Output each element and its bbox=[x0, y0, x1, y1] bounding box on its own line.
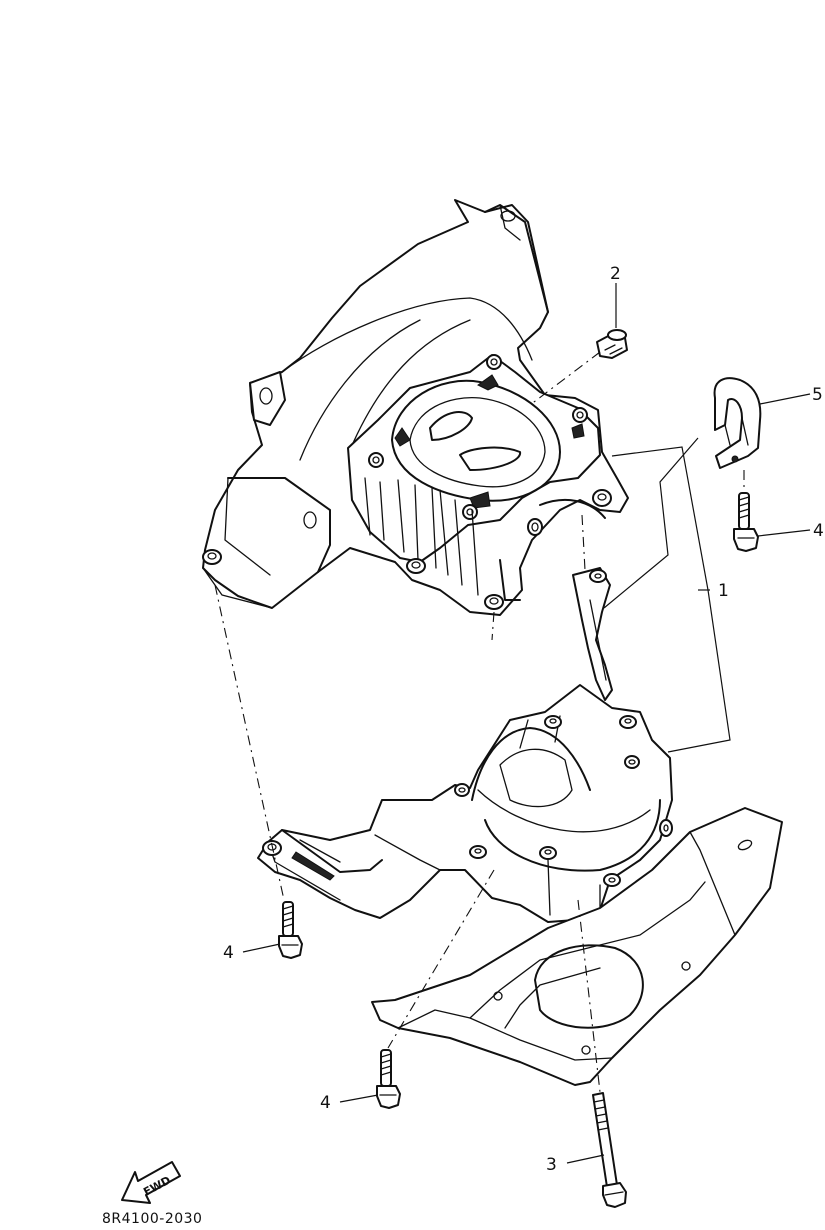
callout-1: 1 bbox=[718, 581, 729, 601]
callout-3: 3 bbox=[546, 1155, 557, 1175]
cylinder-bore-block bbox=[347, 354, 612, 610]
assembly-centre-lines bbox=[214, 351, 745, 1093]
callout-4-lower: 4 bbox=[320, 1093, 331, 1113]
bolt-part-4-upper-right bbox=[733, 492, 759, 552]
forward-direction-arrow: FWD bbox=[121, 1161, 181, 1204]
callout-2: 2 bbox=[610, 264, 621, 284]
hose-clamp-part-5 bbox=[713, 377, 762, 469]
callout-4-upper: 4 bbox=[813, 521, 824, 541]
part-callouts: 2 5 4 1 4 4 3 bbox=[223, 264, 824, 1175]
bolt-part-4-lower-left bbox=[376, 1049, 401, 1109]
lower-crankcase-half bbox=[257, 684, 673, 923]
dowel-plug-part-2 bbox=[596, 329, 628, 359]
leader-lines bbox=[242, 283, 811, 1164]
drawing-reference-code: 8R4100-2030 bbox=[102, 1211, 203, 1227]
long-bolt-part-3 bbox=[592, 1092, 627, 1208]
bottom-skid-plate bbox=[371, 807, 783, 1086]
bolt-part-4-middle-left bbox=[278, 901, 303, 959]
callout-5: 5 bbox=[812, 385, 823, 405]
callout-4-middle: 4 bbox=[223, 943, 234, 963]
case-half-seal-piece bbox=[572, 567, 613, 701]
